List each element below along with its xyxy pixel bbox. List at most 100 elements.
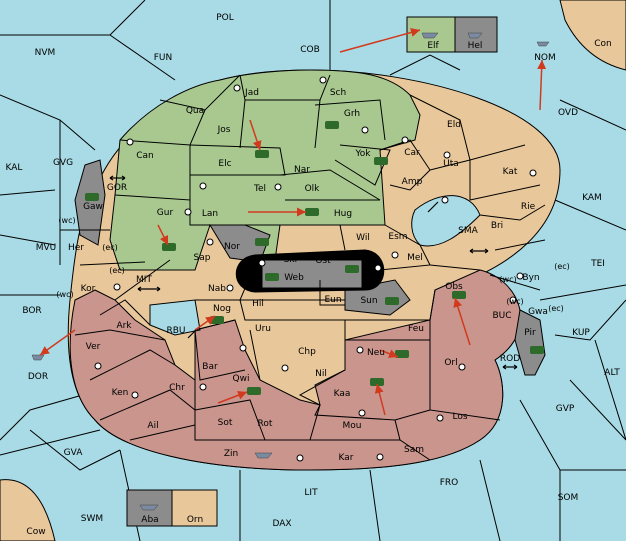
svg-text:Jad: Jad xyxy=(244,88,259,98)
land-orn-box xyxy=(171,489,218,527)
svg-text:(wc): (wc) xyxy=(506,297,523,306)
svg-text:(wc): (wc) xyxy=(499,275,516,284)
province-borders xyxy=(60,74,546,461)
svg-text:(ec): (ec) xyxy=(554,262,570,271)
svg-text:Pir: Pir xyxy=(524,328,536,338)
svg-text:Chp: Chp xyxy=(298,347,316,357)
svg-text:Ark: Ark xyxy=(116,321,132,331)
svg-text:Hil: Hil xyxy=(252,299,264,309)
svg-text:Eun: Eun xyxy=(324,295,341,305)
svg-text:DOR: DOR xyxy=(28,372,48,382)
svg-text:BUC: BUC xyxy=(492,311,511,321)
svg-text:DAX: DAX xyxy=(272,519,291,529)
svg-text:Aba: Aba xyxy=(141,515,158,525)
svg-text:Rot: Rot xyxy=(258,419,273,429)
svg-text:Sap: Sap xyxy=(194,253,211,263)
svg-text:Grh: Grh xyxy=(344,109,360,119)
svg-text:Orn: Orn xyxy=(187,515,203,525)
svg-text:Ost: Ost xyxy=(315,256,331,266)
svg-text:FRO: FRO xyxy=(440,478,459,488)
svg-text:Kaa: Kaa xyxy=(334,389,351,399)
svg-text:Kar: Kar xyxy=(339,453,354,463)
svg-text:Elf: Elf xyxy=(427,41,439,51)
svg-text:Ken: Ken xyxy=(112,388,129,398)
svg-text:Obs: Obs xyxy=(445,282,463,292)
svg-text:GVP: GVP xyxy=(556,404,575,414)
svg-text:(wc): (wc) xyxy=(56,290,73,299)
svg-text:Nil: Nil xyxy=(315,369,327,379)
svg-text:FUN: FUN xyxy=(154,53,173,63)
svg-text:NOM: NOM xyxy=(534,53,556,63)
svg-text:Uta: Uta xyxy=(443,159,459,169)
svg-text:Sun: Sun xyxy=(360,296,377,306)
svg-text:Gur: Gur xyxy=(157,208,174,218)
svg-text:COB: COB xyxy=(300,45,320,55)
region-north-green xyxy=(109,69,421,271)
svg-text:Lan: Lan xyxy=(202,209,218,219)
svg-text:Elc: Elc xyxy=(218,159,231,169)
sea-labels: POL NVM FUN COB NOM Con OVD KAL GVG GOR … xyxy=(6,13,621,537)
svg-text:(ec): (ec) xyxy=(109,266,125,275)
svg-text:Nog: Nog xyxy=(213,304,231,314)
svg-text:Sch: Sch xyxy=(330,88,346,98)
svg-text:Car: Car xyxy=(404,148,420,158)
svg-text:ALT: ALT xyxy=(604,368,620,378)
svg-text:SOM: SOM xyxy=(558,493,579,503)
svg-text:Hel: Hel xyxy=(468,41,483,51)
svg-text:TEI: TEI xyxy=(590,259,605,269)
svg-text:Sot: Sot xyxy=(218,418,233,428)
svg-text:Amp: Amp xyxy=(402,177,423,187)
svg-text:Cow: Cow xyxy=(26,527,45,537)
svg-text:Her: Her xyxy=(68,243,84,253)
land-labels: Elf Hel Jad Sch Qua Jos Grh Eld Can Elc … xyxy=(68,41,548,525)
svg-text:GVA: GVA xyxy=(64,448,84,458)
units xyxy=(85,121,544,395)
svg-text:(ec): (ec) xyxy=(102,243,118,252)
svg-text:Nar: Nar xyxy=(294,165,310,175)
svg-text:Jos: Jos xyxy=(217,125,231,135)
svg-text:Kat: Kat xyxy=(503,167,518,177)
svg-text:Bri: Bri xyxy=(491,221,503,231)
svg-text:Qwi: Qwi xyxy=(233,374,250,384)
svg-text:GVG: GVG xyxy=(53,158,73,168)
sea-sma xyxy=(411,195,481,247)
land-gaw xyxy=(74,159,106,246)
svg-text:POL: POL xyxy=(216,13,234,23)
svg-text:GOR: GOR xyxy=(107,183,127,193)
land-pir xyxy=(514,309,546,376)
svg-text:Gaw: Gaw xyxy=(83,202,103,212)
svg-text:Eld: Eld xyxy=(447,120,461,130)
svg-text:NVM: NVM xyxy=(35,48,56,58)
svg-text:(ec): (ec) xyxy=(548,304,564,313)
svg-text:Neu: Neu xyxy=(367,348,385,358)
svg-text:ROD: ROD xyxy=(500,354,520,364)
svg-text:Chr: Chr xyxy=(169,383,185,393)
svg-text:Sam: Sam xyxy=(404,445,424,455)
supply-centers xyxy=(94,76,537,462)
svg-text:MVU: MVU xyxy=(36,243,57,253)
svg-text:Tel: Tel xyxy=(253,184,266,194)
svg-text:KAM: KAM xyxy=(582,193,602,203)
svg-text:Esm: Esm xyxy=(388,232,407,242)
svg-text:Skr: Skr xyxy=(284,255,299,265)
svg-text:Kor: Kor xyxy=(81,284,96,294)
svg-text:Olk: Olk xyxy=(305,184,321,194)
svg-text:(wc): (wc) xyxy=(58,216,75,225)
svg-text:Can: Can xyxy=(136,151,154,161)
svg-text:MIT: MIT xyxy=(136,275,152,285)
svg-text:Con: Con xyxy=(594,39,612,49)
svg-text:Uru: Uru xyxy=(255,324,271,334)
svg-text:Orl: Orl xyxy=(444,358,457,368)
svg-text:Byn: Byn xyxy=(522,273,539,283)
move-arrows xyxy=(39,28,547,416)
svg-text:Ail: Ail xyxy=(147,421,158,431)
svg-text:Zin: Zin xyxy=(224,449,238,459)
svg-text:LIT: LIT xyxy=(304,488,318,498)
svg-text:Gwa: Gwa xyxy=(528,307,548,317)
svg-text:Rie: Rie xyxy=(521,202,536,212)
svg-text:RBU: RBU xyxy=(166,326,185,336)
svg-text:Los: Los xyxy=(452,412,467,422)
svg-text:KUP: KUP xyxy=(572,328,590,338)
svg-text:Web: Web xyxy=(284,273,304,283)
